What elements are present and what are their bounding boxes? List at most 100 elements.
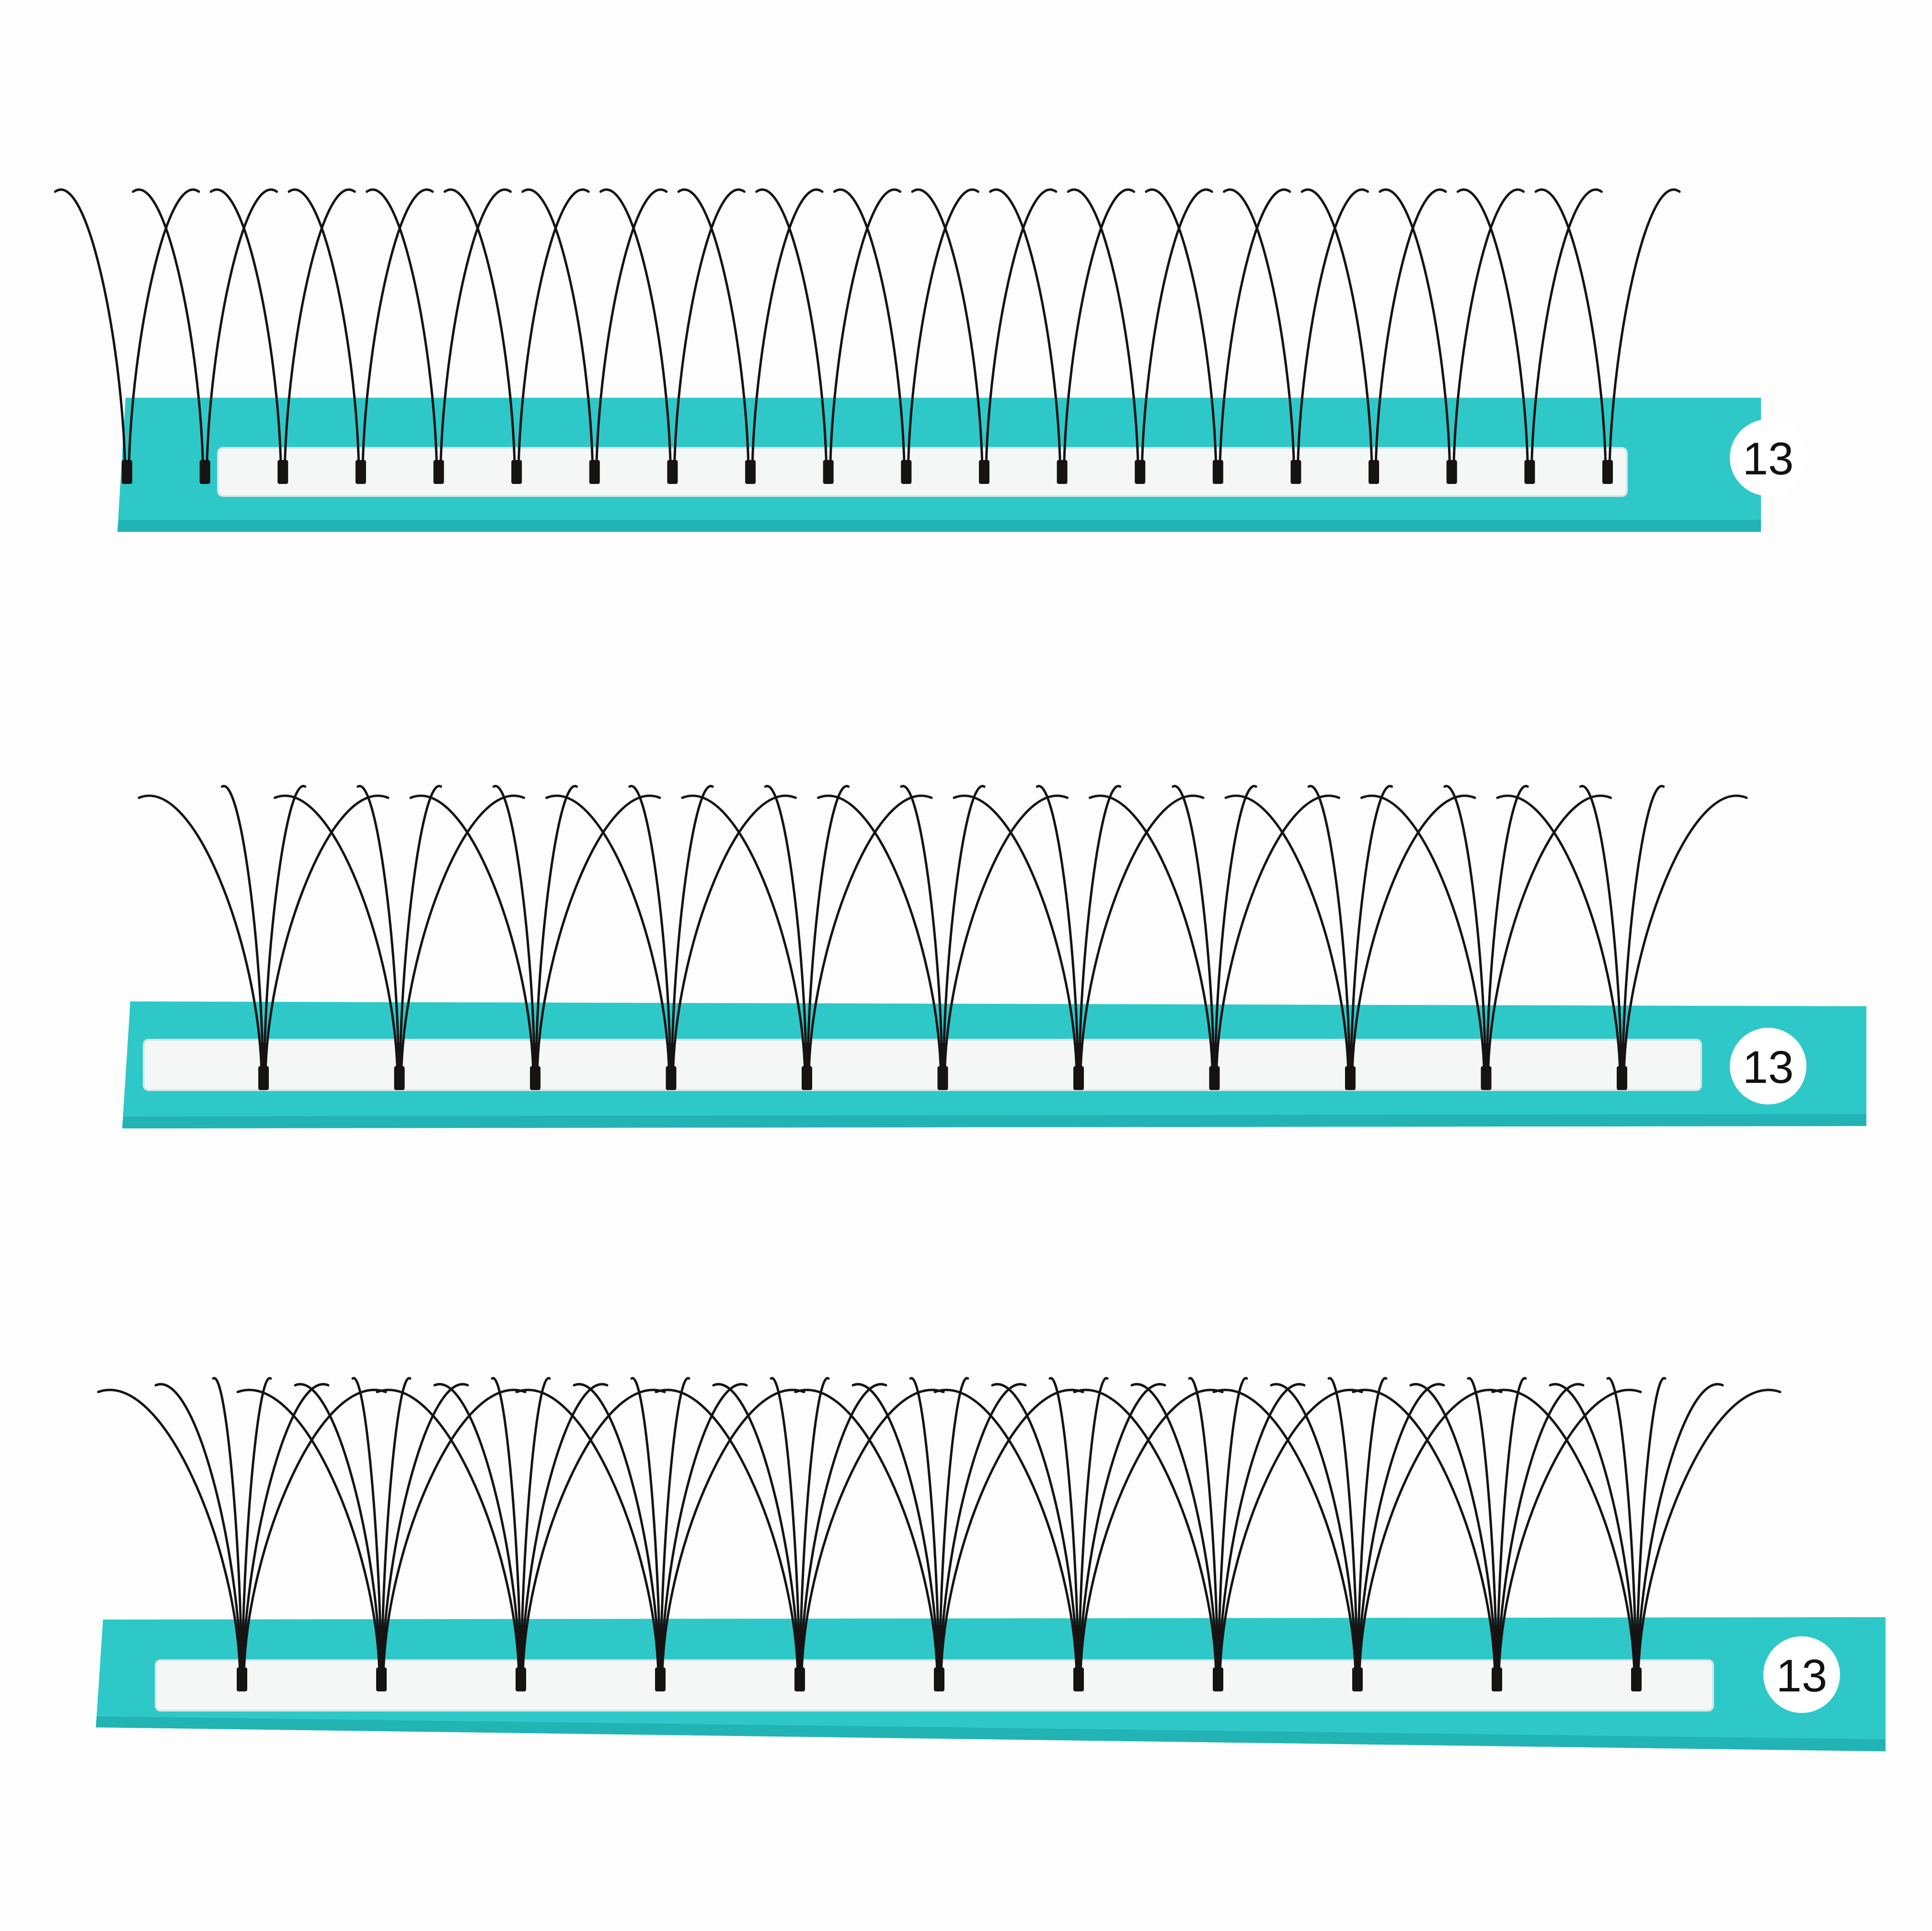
lash-fiber <box>356 785 400 1075</box>
lash-fiber <box>1222 188 1295 469</box>
lash-cluster <box>1456 188 1603 484</box>
lash-cluster <box>409 785 661 1090</box>
lash-fiber <box>985 188 1058 469</box>
lash-cluster <box>989 188 1136 484</box>
lash-fiber <box>1214 785 1257 1075</box>
lash-base <box>1368 460 1380 484</box>
lash-fiber <box>817 794 942 1075</box>
lash-fiber <box>520 1377 551 1676</box>
lash-fiber <box>1079 794 1205 1075</box>
lash-cluster <box>677 188 824 484</box>
lash-fiber <box>800 1389 945 1676</box>
lash-fiber <box>677 188 750 469</box>
lash-fiber <box>1496 794 1622 1075</box>
lash-fiber <box>1327 1377 1358 1676</box>
lash-fiber <box>659 1377 690 1676</box>
lash-fiber <box>283 188 356 469</box>
lash-fiber <box>517 188 590 469</box>
lash-fiber <box>799 1377 830 1676</box>
lash-fiber <box>400 794 525 1075</box>
lash-base <box>823 460 834 484</box>
lash-fiber <box>1409 1383 1497 1676</box>
lash-fiber <box>236 1389 381 1676</box>
size-label-circle <box>1763 1636 1840 1713</box>
lash-fiber <box>491 1377 522 1676</box>
lash-fiber <box>807 794 933 1075</box>
lash-fiber <box>751 188 824 469</box>
lash-fiber <box>1300 188 1373 469</box>
lash-fiber <box>1145 188 1218 469</box>
lash-fiber <box>154 1383 242 1676</box>
lash-strip-2: 13 <box>122 785 1866 1128</box>
size-label: 13 <box>1743 433 1794 484</box>
lash-cluster <box>274 785 525 1090</box>
lash-fiber <box>681 794 806 1075</box>
lash-cluster <box>1496 785 1748 1090</box>
lash-base <box>1290 460 1301 484</box>
lash-fiber <box>54 188 126 469</box>
adhesive-tape <box>217 447 1628 497</box>
lash-fiber <box>909 1377 940 1676</box>
lash-cluster <box>1379 188 1525 484</box>
lash-fiber <box>399 785 442 1075</box>
lash-fiber <box>628 785 672 1075</box>
lash-fiber <box>1358 1389 1503 1676</box>
lash-clusters <box>97 1377 1782 1691</box>
lash-fiber <box>206 188 278 469</box>
lash-fiber <box>1606 1377 1637 1676</box>
lash-fiber <box>573 1383 661 1676</box>
lash-fiber <box>1349 785 1393 1075</box>
lash-fiber <box>97 1389 242 1676</box>
lash-base <box>511 460 522 484</box>
lash-cluster <box>1145 188 1291 484</box>
lash-base <box>1212 460 1223 484</box>
lash-fiber <box>1351 794 1476 1075</box>
lash-fiber <box>595 188 668 469</box>
lash-fiber <box>1063 188 1136 469</box>
lash-fiber <box>492 785 536 1075</box>
lash-fiber <box>1622 794 1748 1075</box>
lash-fiber <box>294 1383 382 1676</box>
lash-fiber <box>382 1389 527 1676</box>
lash-cluster <box>1360 785 1612 1090</box>
lash-fiber <box>1637 1389 1782 1676</box>
lash-base <box>199 460 210 484</box>
lash-fiber <box>794 1389 939 1676</box>
lash-fiber <box>940 1389 1084 1676</box>
lash-cluster <box>1224 785 1476 1090</box>
lash-fiber <box>1496 1377 1527 1676</box>
lash-fiber <box>1360 794 1485 1075</box>
lash-fiber <box>770 1377 801 1676</box>
lash-fiber <box>1035 785 1080 1075</box>
lash-cluster <box>138 785 390 1090</box>
lash-fiber <box>911 188 984 469</box>
lash-strip-3: 13 <box>96 1377 1886 1751</box>
lash-fiber <box>933 1389 1078 1676</box>
lash-base <box>1524 460 1535 484</box>
lash-fiber <box>1443 785 1487 1075</box>
adhesive-tape <box>143 1039 1702 1091</box>
lash-base <box>901 460 912 484</box>
lash-fiber <box>220 785 264 1075</box>
lash-fiber <box>1079 1389 1224 1676</box>
lash-fiber <box>1219 188 1291 469</box>
lash-cluster <box>1089 785 1340 1090</box>
lash-fiber <box>943 794 1069 1075</box>
lash-fiber <box>242 1389 387 1676</box>
lash-fiber <box>1296 188 1369 469</box>
lash-fiber <box>1608 188 1681 469</box>
lash-cluster <box>681 785 933 1090</box>
lash-fiber <box>376 1389 520 1676</box>
lash-fiber <box>138 794 263 1075</box>
lash-fiber <box>1307 785 1351 1075</box>
lash-fiber <box>764 785 808 1075</box>
lash-fiber <box>536 794 661 1075</box>
lash-fiber <box>361 188 434 469</box>
lash-fiber <box>907 188 979 469</box>
lash-fiber <box>1621 785 1665 1075</box>
lash-base <box>433 460 444 484</box>
lash-fiber <box>953 794 1078 1075</box>
lash-fiber <box>521 1389 666 1676</box>
